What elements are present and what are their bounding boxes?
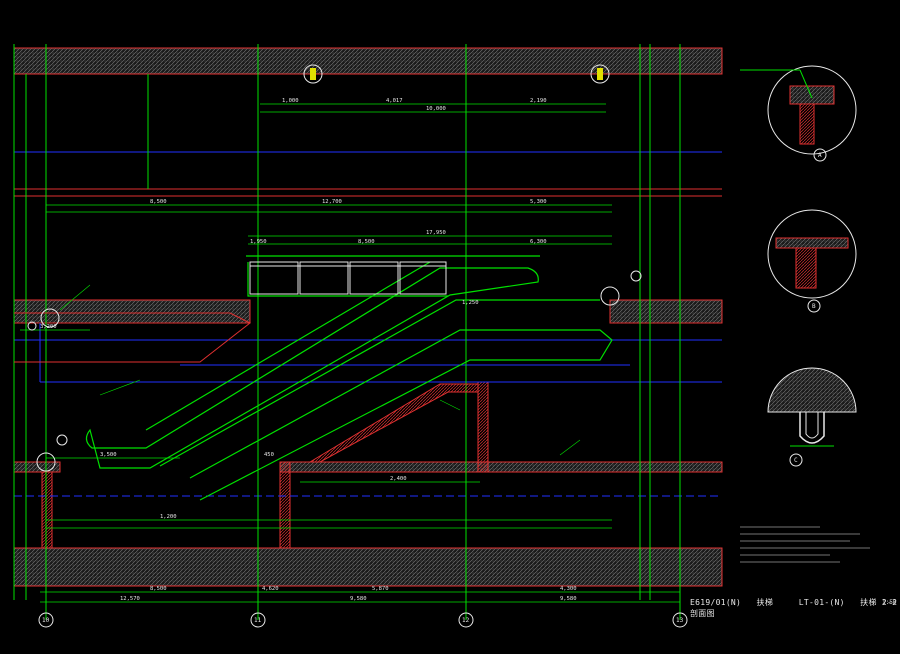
detail-c-label: C — [794, 457, 798, 464]
grid-axis-bubbles — [38, 612, 688, 628]
drawing-title-block: E619/01(N) 扶梯 LT-01-(N) 扶梯 2-2 剖面图 — [690, 597, 900, 619]
dim-misc-10: 2,400 — [390, 476, 407, 482]
detail-c — [767, 367, 857, 467]
dim-bot-7: 9,580 — [560, 596, 577, 602]
inclined-support — [308, 383, 479, 463]
dim-misc-9: 3,200 — [40, 324, 57, 330]
dim-top-3: 2,190 — [530, 98, 547, 104]
dim-top-1: 1,000 — [282, 98, 299, 104]
dim-misc-3: 1,950 — [250, 239, 267, 245]
mezzanine-slab — [13, 299, 723, 473]
escalator-truss — [85, 255, 613, 501]
detail-b — [767, 209, 857, 313]
dim-bot-1: 8,500 — [150, 586, 167, 592]
grid-axis-labels: 10 11 12 13 — [42, 617, 684, 624]
dim-top-2: 4,017 — [386, 98, 403, 104]
dim-mid-1: 8,500 — [150, 199, 167, 205]
drawing-scale: 1:50 — [882, 599, 897, 606]
title-code: E619/01(N) — [690, 598, 742, 607]
notes-block — [740, 526, 870, 563]
dim-misc-7: 450 — [264, 452, 274, 458]
pit-walls — [41, 381, 489, 549]
dimension-texts: 1,000 4,017 2,190 10,000 8,500 5,300 12,… — [40, 98, 577, 602]
dim-bot-2: 4,620 — [262, 586, 279, 592]
title-word2: 扶梯 2-2 剖面图 — [690, 598, 898, 618]
hidden-lines — [14, 151, 722, 497]
axis-label-3: 12 — [462, 617, 470, 624]
dim-bot-5: 12,570 — [120, 596, 140, 602]
leader-lines — [59, 284, 581, 456]
section-markers — [27, 64, 642, 472]
base-slab — [13, 547, 723, 587]
detail-a-label: A — [818, 152, 822, 159]
axis-label-1: 10 — [42, 617, 50, 624]
ramp — [14, 312, 251, 363]
dim-misc-1: 17,950 — [426, 230, 446, 236]
dim-bot-4: 4,300 — [560, 586, 577, 592]
dim-bot-3: 5,870 — [372, 586, 389, 592]
roof-slab — [13, 47, 723, 75]
dim-bot-6: 9,580 — [350, 596, 367, 602]
title-code2: LT-01-(N) — [798, 598, 845, 607]
title-word1: 扶梯 — [756, 598, 774, 607]
detail-a — [740, 65, 857, 162]
dim-misc-4: 6,300 — [530, 239, 547, 245]
grid-lines — [13, 44, 681, 620]
dim-misc-8: 1,250 — [462, 300, 479, 306]
detail-label-texts: A B C — [794, 152, 822, 464]
dim-misc-2: 8,500 — [358, 239, 375, 245]
dim-mid-3: 12,700 — [322, 199, 342, 205]
axis-label-2: 11 — [254, 617, 262, 624]
detail-b-label: B — [812, 303, 816, 310]
dimension-lines — [20, 103, 680, 603]
dim-misc-5: 1,200 — [160, 514, 177, 520]
axis-label-4: 13 — [676, 617, 684, 624]
dim-misc-6: 3,500 — [100, 452, 117, 458]
dim-top-4: 10,000 — [426, 106, 446, 112]
dim-mid-2: 5,300 — [530, 199, 547, 205]
balustrade-panels — [249, 261, 447, 295]
